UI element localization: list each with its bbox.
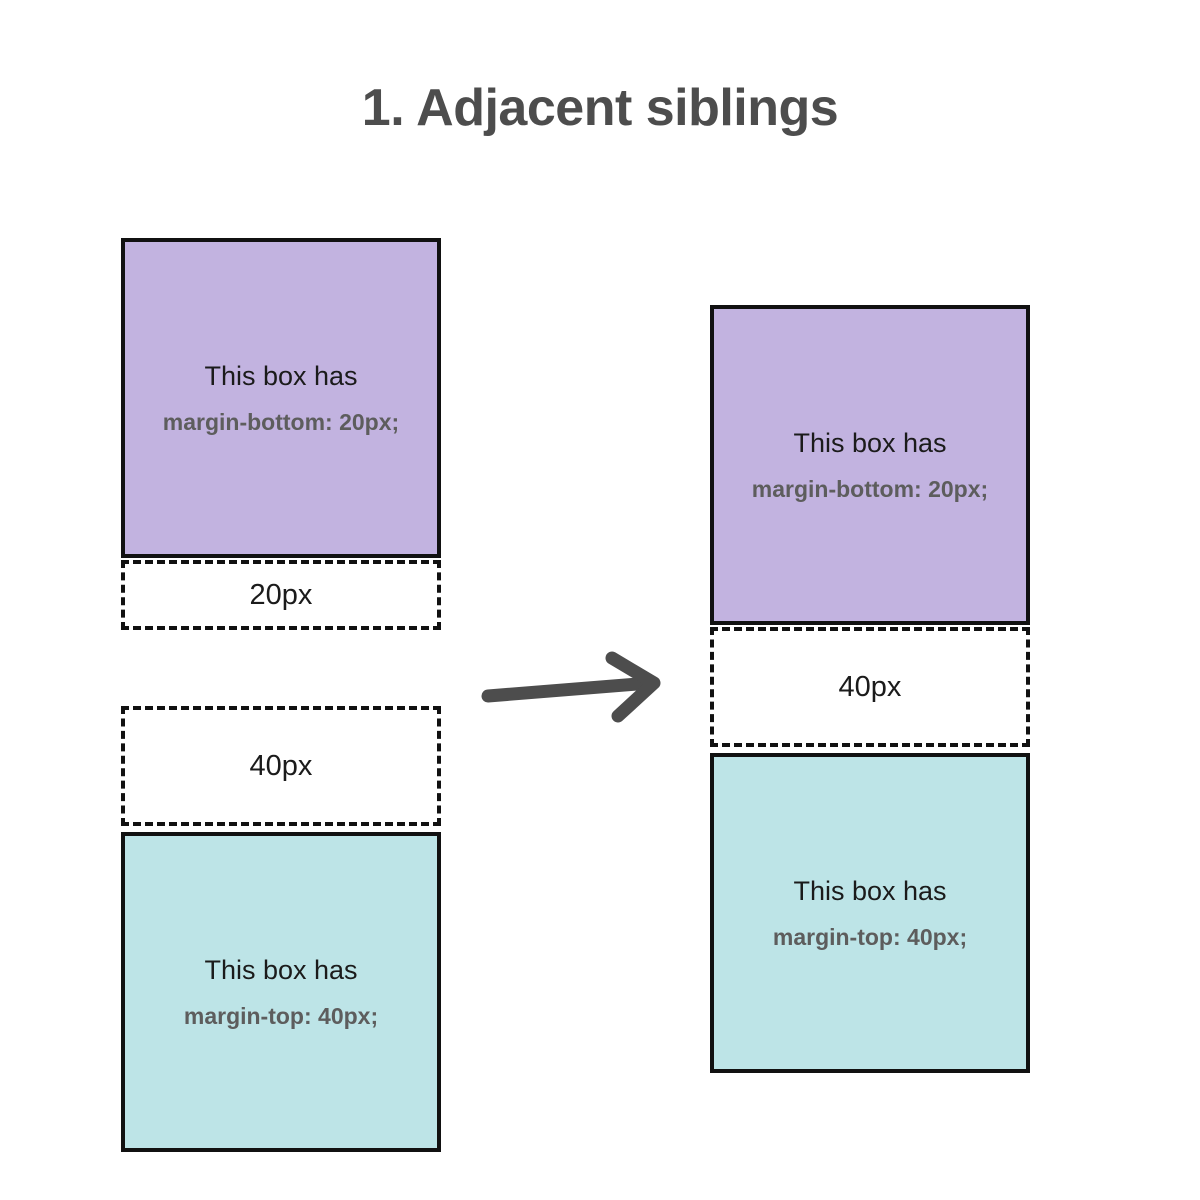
after-purple-box-line-1: This box has	[793, 427, 947, 458]
after-cyan-box-line-1: This box has	[793, 875, 947, 906]
page-title: 1. Adjacent siblings	[361, 79, 839, 137]
after-collapsed-margin-box: 40px	[710, 627, 1030, 747]
before-purple-box-line-1: This box has	[204, 360, 358, 391]
after-purple-box-line-2: margin-bottom: 20px;	[751, 475, 989, 502]
before-purple-margin-label: 20px	[249, 578, 313, 611]
arrow-right-icon	[478, 640, 678, 730]
before-cyan-margin-top-box: 40px	[121, 706, 441, 826]
before-purple-box-line-2: margin-bottom: 20px;	[162, 408, 400, 435]
before-cyan-margin-label: 40px	[249, 749, 313, 782]
before-cyan-box-line-2: margin-top: 40px;	[183, 1002, 379, 1029]
after-cyan-box: This box has margin-top: 40px;	[710, 753, 1030, 1073]
after-purple-box: This box has margin-bottom: 20px;	[710, 305, 1030, 625]
after-collapsed-margin-label: 40px	[838, 670, 902, 703]
before-purple-margin-bottom-box: 20px	[121, 560, 441, 630]
before-cyan-box: This box has margin-top: 40px;	[121, 832, 441, 1152]
after-cyan-box-line-2: margin-top: 40px;	[772, 923, 968, 950]
before-purple-box: This box has margin-bottom: 20px;	[121, 238, 441, 558]
before-cyan-box-line-1: This box has	[204, 954, 358, 985]
